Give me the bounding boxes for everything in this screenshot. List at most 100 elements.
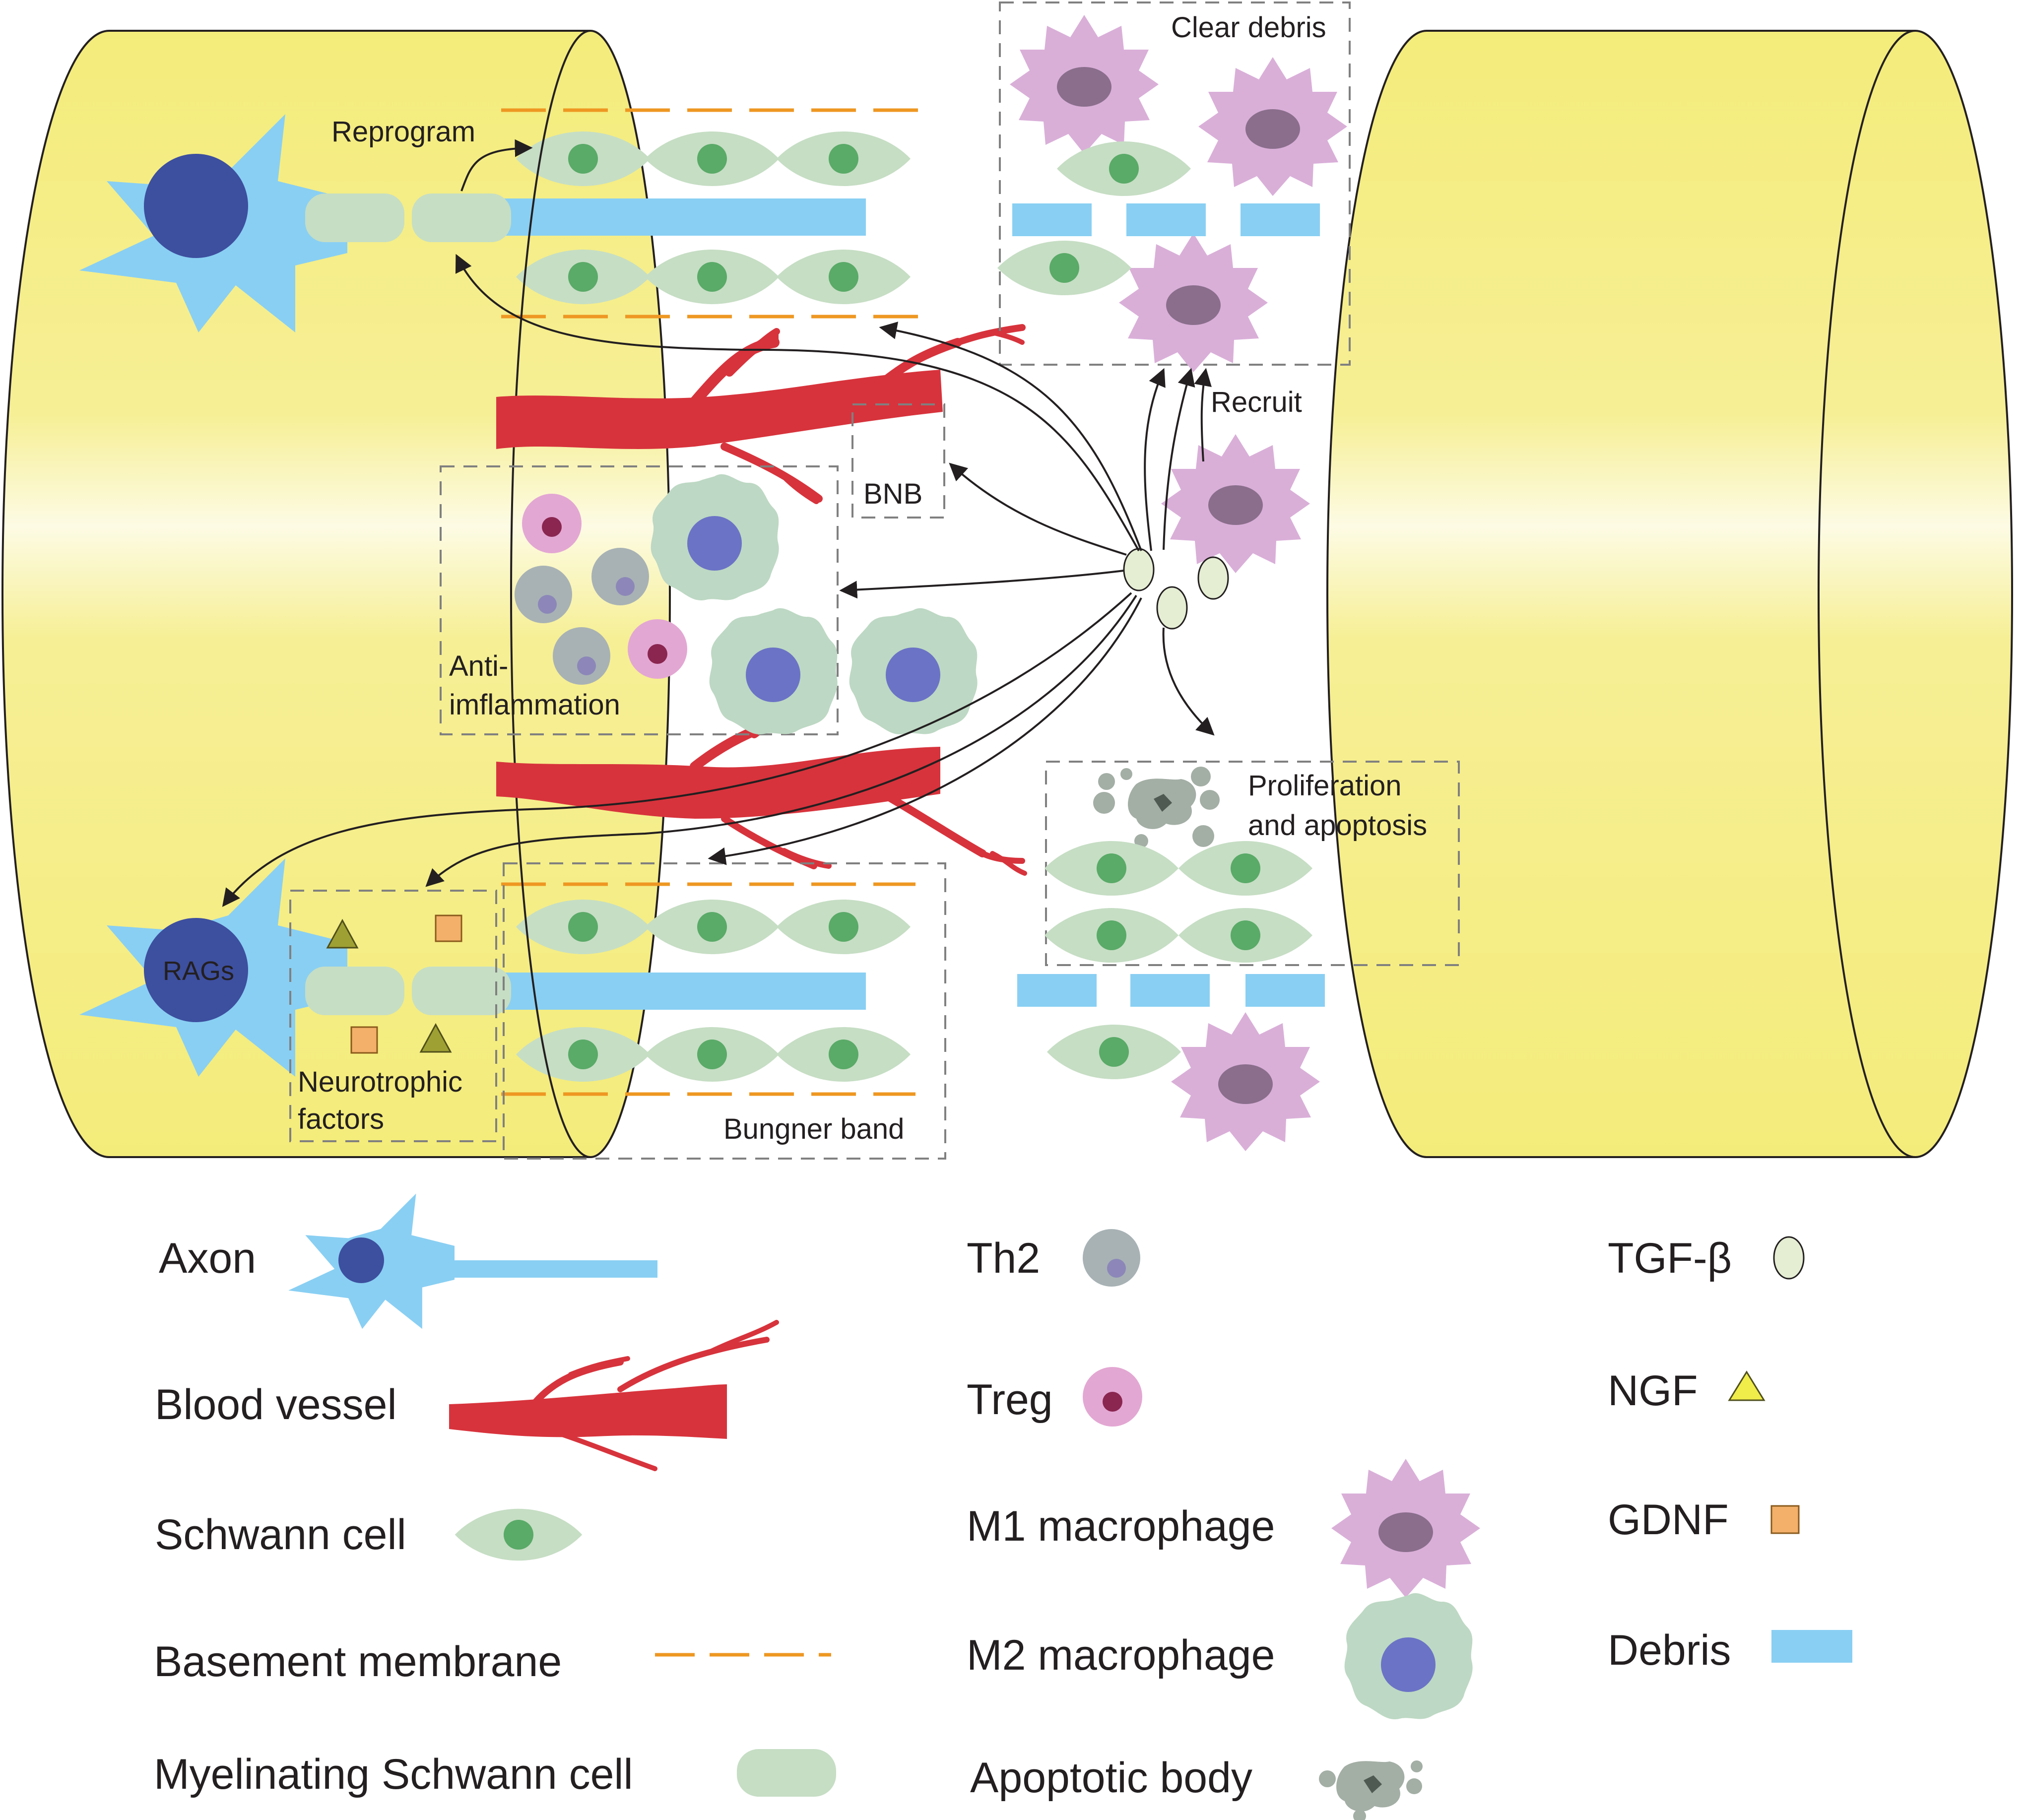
debris (1130, 974, 1210, 1007)
legend-treg-label: Treg (967, 1376, 1053, 1424)
schwann-cell (777, 250, 911, 304)
recruit-label: Recruit (1211, 386, 1302, 418)
reprogram-arrow (460, 139, 533, 192)
debris (1245, 974, 1325, 1007)
distal-nerve-stump (1326, 30, 2013, 1158)
proximal-stump-front-edge (510, 30, 591, 1158)
legend-basement-label: Basement membrane (154, 1638, 562, 1686)
legend-gdnf-icon (1770, 1505, 1800, 1534)
proliferation-label-1: Proliferation (1248, 770, 1401, 802)
bungner-band-label: Bungner band (723, 1113, 904, 1145)
reprogram-label: Reprogram (331, 116, 475, 148)
legend-m2-icon (1344, 1593, 1473, 1720)
neurotrophic-label-1: Neurotrophic (298, 1066, 462, 1098)
schwann-cell (777, 1027, 911, 1082)
tgf-to-bnb-arrow (949, 462, 1127, 556)
schwann-cell (516, 1027, 650, 1082)
legend-myelinating-label: Myelinating Schwann cell (154, 1751, 633, 1798)
clear-debris-label: Clear debris (1171, 11, 1326, 44)
basement-membrane-top (501, 108, 925, 1096)
m1-macrophage (1171, 1012, 1320, 1151)
apoptotic-body (1093, 767, 1220, 848)
treg-cell (522, 494, 582, 553)
blood-vessel-upper (496, 324, 1026, 504)
ngf-triangle (419, 1023, 452, 1053)
distal-debris-row (1017, 974, 1325, 1151)
debris (1017, 974, 1097, 1007)
m1-macrophage (1119, 233, 1268, 372)
bungner-band-group: Bungner band (503, 862, 946, 1160)
schwann-cell (1178, 841, 1312, 896)
legend-debris-icon (1771, 1630, 1852, 1663)
proliferation-apoptosis-group: Proliferation and apoptosis (1045, 761, 1460, 966)
top-neuron-nucleus (144, 154, 248, 258)
th2-cell (515, 566, 572, 623)
bnb-label: BNB (863, 478, 922, 510)
legend-tgf-icon (1773, 1236, 1805, 1280)
legend-schwann-icon (455, 1508, 583, 1561)
tgf-to-neurotrophic-arrow (425, 594, 1137, 887)
th2-cell (591, 548, 649, 605)
signal-arrows (222, 139, 1215, 907)
anti-inflammation-label-1: Anti- (449, 650, 508, 682)
debris (1126, 203, 1206, 236)
myelin-segment (412, 967, 511, 1015)
rags-label: RAGs (163, 956, 234, 986)
proliferation-label-2: and apoptosis (1248, 809, 1427, 842)
schwann-cell (645, 250, 779, 304)
tgf-to-schwann-arrow (455, 254, 1140, 551)
legend-m1-icon (1331, 1459, 1480, 1598)
debris (1012, 203, 1092, 236)
recruit-arrow-3 (1194, 368, 1212, 462)
tgf-to-bungner-arrow (708, 597, 1142, 865)
m2-macrophage (849, 608, 978, 735)
legend-treg-icon (1083, 1367, 1142, 1427)
legend-tgf-label: TGF-β (1608, 1235, 1732, 1282)
legend-m2-label: M2 macrophage (967, 1631, 1275, 1679)
schwann-cell (516, 900, 650, 954)
bnb-group: BNB (851, 403, 945, 519)
legend-th2-label: Th2 (967, 1235, 1040, 1282)
myelin-segment (412, 194, 511, 242)
th2-cell (553, 627, 610, 685)
myelin-segment (305, 967, 404, 1015)
recruit-arrow-1 (1144, 368, 1166, 551)
anti-inflammation-group: Anti- imflammation (440, 465, 978, 735)
legend: Axon Blood vessel Schwann cell Basement … (154, 1193, 1852, 1820)
legend-blood-vessel-icon (449, 1320, 779, 1471)
m1-macrophage (1161, 434, 1310, 573)
tgf-to-band-arrow (879, 322, 1142, 551)
legend-apoptotic-label: Apoptotic body (970, 1754, 1252, 1802)
myelin-segment (305, 194, 404, 242)
legend-schwann-label: Schwann cell (155, 1511, 406, 1559)
schwann-cell (645, 131, 779, 186)
tgf-beta-source (1123, 548, 1229, 630)
anti-inflammation-label-2: imflammation (449, 689, 620, 721)
legend-debris-label: Debris (1608, 1626, 1731, 1674)
schwann-cell (516, 131, 650, 186)
m2-macrophage (709, 608, 838, 735)
schwann-cell (645, 900, 779, 954)
clear-debris-group: Clear debris (997, 1, 1351, 372)
m1-macrophage (1010, 15, 1159, 154)
schwann-cell (1045, 908, 1178, 963)
legend-ngf-label: NGF (1608, 1367, 1698, 1415)
gdnf-square (435, 914, 462, 942)
legend-th2-icon (1083, 1229, 1140, 1287)
m1-macrophage (1198, 57, 1347, 196)
schwann-cell (777, 900, 911, 954)
schwann-cell (1047, 1025, 1181, 1079)
legend-m1-label: M1 macrophage (967, 1502, 1275, 1550)
schwann-cell (1045, 841, 1178, 896)
debris (1241, 203, 1320, 236)
schwann-cell (1057, 141, 1191, 196)
schwann-cells-top (516, 131, 911, 1082)
neurotrophic-label-2: factors (298, 1103, 384, 1135)
legend-blood-vessel-label: Blood vessel (155, 1381, 397, 1429)
legend-apoptotic-icon (1319, 1760, 1423, 1820)
ngf-triangle (326, 918, 359, 949)
treg-cell (628, 619, 687, 679)
schwann-cell (777, 131, 911, 186)
proliferation-arrow (1162, 627, 1215, 736)
